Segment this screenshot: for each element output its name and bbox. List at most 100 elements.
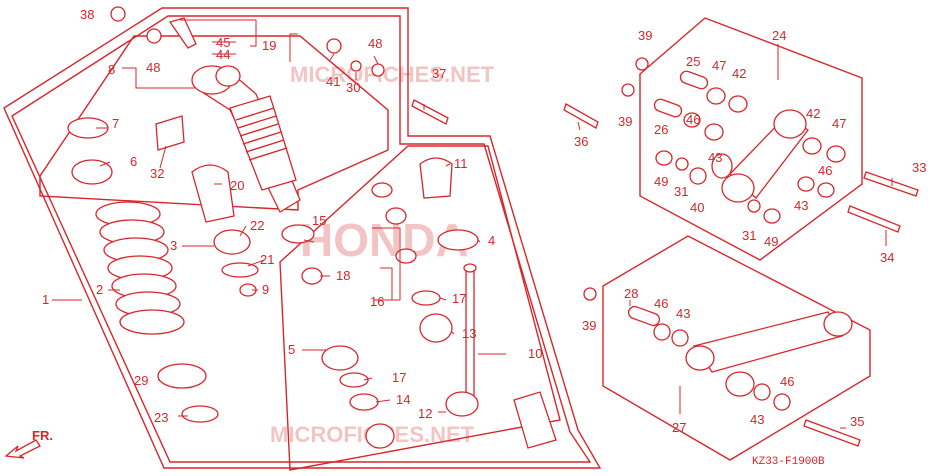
link-box-lower <box>602 235 871 461</box>
label-44: 44 <box>216 47 230 62</box>
label-46c: 46 <box>654 296 668 311</box>
washer-30 <box>350 60 362 72</box>
label-31a: 31 <box>674 184 688 199</box>
label-31b: 31 <box>742 228 756 243</box>
bushing-18 <box>301 267 323 285</box>
label-48a: 48 <box>146 60 160 75</box>
washer-14 <box>349 393 379 411</box>
label-34: 34 <box>880 250 894 265</box>
collar-40 <box>689 167 707 185</box>
label-11: 11 <box>454 156 468 171</box>
label-9: 9 <box>262 282 269 297</box>
label-38: 38 <box>80 7 94 22</box>
washer-49a <box>655 150 673 166</box>
label-37: 37 <box>432 66 446 81</box>
label-46a: 46 <box>686 112 700 127</box>
label-47a: 47 <box>712 58 726 73</box>
oring-15 <box>281 224 315 244</box>
shim-2 <box>385 207 407 225</box>
label-5: 5 <box>288 342 295 357</box>
bolt-35 <box>803 419 861 447</box>
bearing-42a <box>728 95 748 113</box>
bolt-33 <box>863 171 919 197</box>
front-arrow-icon <box>4 439 41 459</box>
label-39b: 39 <box>618 114 632 129</box>
label-14: 14 <box>396 392 410 407</box>
label-26: 26 <box>654 122 668 137</box>
shock-body <box>168 17 301 213</box>
bearing-ring <box>437 229 479 251</box>
shim-3 <box>395 248 417 264</box>
diagram-code: KZ33-F1900B <box>752 456 825 468</box>
label-43a: 43 <box>708 150 722 165</box>
label-6: 6 <box>130 154 137 169</box>
assembly-border-inner <box>11 15 592 463</box>
label-35: 35 <box>850 414 864 429</box>
damper-cap <box>419 157 453 199</box>
label-46b: 46 <box>818 163 832 178</box>
spring <box>95 201 185 335</box>
nut-38 <box>110 6 126 22</box>
label-2: 2 <box>96 282 103 297</box>
seal-46b <box>817 182 835 198</box>
watermark-top: MICROFICHES.NET <box>290 62 495 87</box>
seal-47b <box>826 145 846 163</box>
bearing-43a <box>704 123 724 141</box>
label-10: 10 <box>528 346 542 361</box>
label-7: 7 <box>112 116 119 131</box>
bearing-43c <box>671 329 689 347</box>
label-25: 25 <box>686 54 700 69</box>
damper-rod <box>463 263 557 449</box>
nut-48b <box>371 63 385 77</box>
label-43b: 43 <box>794 198 808 213</box>
bearing-43b <box>797 176 815 192</box>
label-45: 45 <box>216 35 230 50</box>
label-42b: 42 <box>806 106 820 121</box>
label-28: 28 <box>624 286 638 301</box>
label-41: 41 <box>326 74 340 89</box>
seal-47a <box>706 87 726 105</box>
washer-17b <box>411 290 441 306</box>
label-49b: 49 <box>764 234 778 249</box>
label-20: 20 <box>230 178 244 193</box>
label-24: 24 <box>772 28 786 43</box>
nut-39c <box>583 287 597 301</box>
bearing-43d <box>753 383 771 401</box>
label-30: 30 <box>346 80 360 95</box>
leader-lines <box>52 19 893 429</box>
label-17b: 17 <box>452 291 466 306</box>
label-17a: 17 <box>392 370 406 385</box>
spring-guide <box>155 115 185 151</box>
washer-49b <box>763 208 781 224</box>
part-labels: 38 8 48 45 44 19 41 30 48 7 6 32 20 22 3… <box>42 7 926 435</box>
upper-link <box>711 109 809 203</box>
seal-46c <box>653 323 671 341</box>
bolt-36 <box>563 103 599 129</box>
assembly-border-outer <box>3 7 602 469</box>
label-39a: 39 <box>638 28 652 43</box>
stopper-ring <box>181 405 219 423</box>
label-16: 16 <box>370 294 384 309</box>
front-arrow-label: FR. <box>32 428 53 443</box>
nut-39b <box>621 83 635 97</box>
seal-46a <box>683 112 701 128</box>
circlip-31a <box>675 157 689 171</box>
label-12: 12 <box>418 406 432 421</box>
link-box-upper <box>639 17 863 261</box>
bolt-37 <box>411 99 449 125</box>
lower-link <box>685 311 853 397</box>
label-19: 19 <box>262 38 276 53</box>
label-1: 1 <box>42 292 49 307</box>
label-43d: 43 <box>750 412 764 427</box>
shock-subassembly-box <box>39 35 389 211</box>
label-23: 23 <box>154 410 168 425</box>
washer-17a <box>339 372 369 388</box>
label-13: 13 <box>462 326 476 341</box>
label-22: 22 <box>250 218 264 233</box>
shim-top <box>371 182 393 198</box>
valve-5 <box>321 345 359 371</box>
collar-41 <box>326 38 342 54</box>
bump-rubber <box>191 164 235 223</box>
